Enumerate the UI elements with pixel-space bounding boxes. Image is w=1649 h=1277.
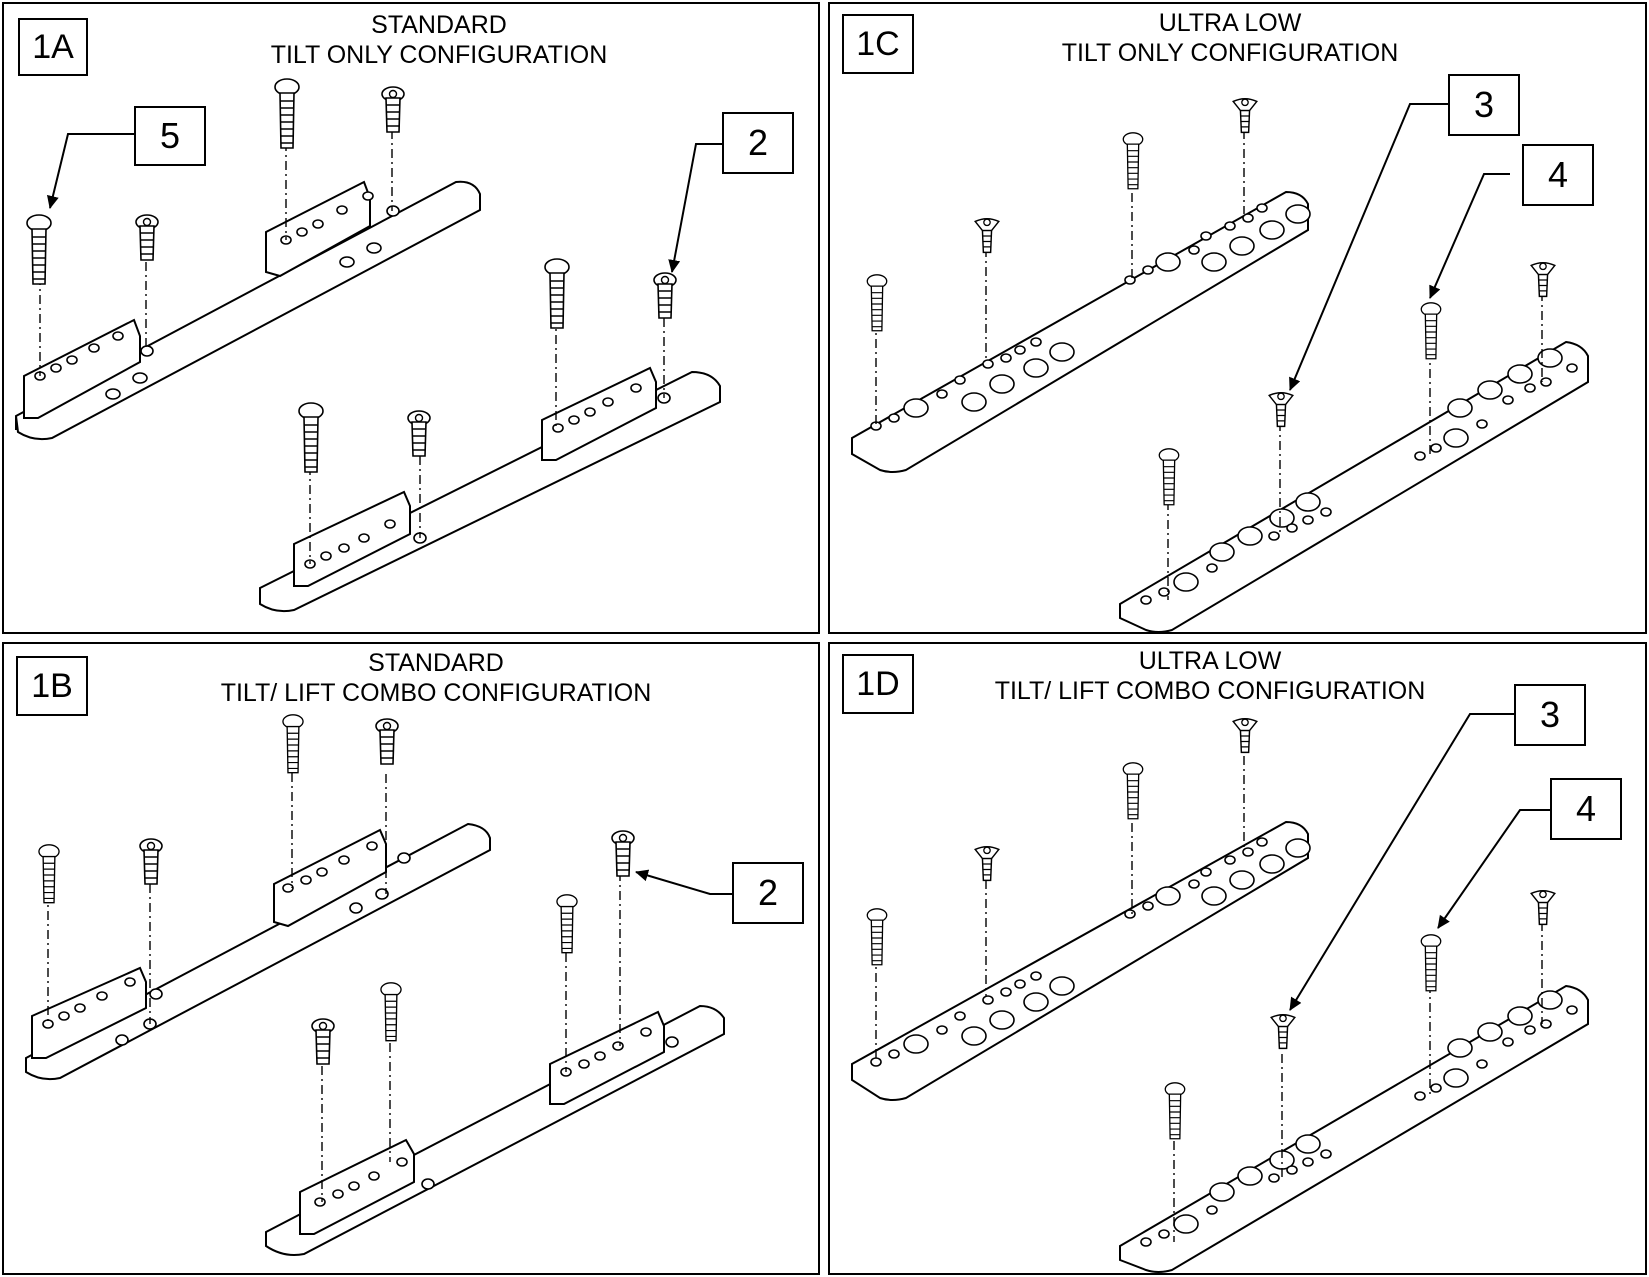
panel-id: 1B [16,656,88,716]
arrowhead-icon [1289,713,1514,1011]
panel-1a-drawing [14,78,722,613]
arrowhead-icon [1437,809,1550,929]
callout-2: 2 [722,112,794,174]
title-line-2: TILT/ LIFT COMBO CONFIGURATION [994,677,1426,705]
panel-id: 1C [842,14,914,74]
title-line-1: ULTRA LOW [1158,9,1302,37]
title-line-2: TILT ONLY CONFIGURATION [1061,39,1399,67]
arrowhead-icon [47,133,134,209]
panel-id: 1D [842,654,914,714]
callout-2: 2 [732,862,804,924]
panel-id: 1A [18,18,88,76]
panel-1c: 1C ULTRA LOW TILT ONLY CONFIGURATION 3 4 [828,2,1647,634]
panel-1d: 1D ULTRA LOW TILT/ LIFT COMBO CONFIGURAT… [828,642,1647,1275]
arrowhead-icon [635,869,732,895]
panel-1b-drawing [25,714,732,1256]
title-line-2: TILT ONLY CONFIGURATION [270,41,608,69]
title-line-1: ULTRA LOW [1138,647,1282,675]
arrowhead-icon [1429,173,1510,299]
arrowhead-icon [1289,103,1448,391]
panel-title: STANDARD TILT/ LIFT COMBO CONFIGURATION [174,648,698,708]
panel-1d-drawing [851,713,1589,1273]
panel-1c-drawing [851,97,1589,633]
panel-1b: 1B STANDARD TILT/ LIFT COMBO CONFIGURATI… [2,642,820,1275]
callout-3: 3 [1448,74,1520,136]
title-line-1: STANDARD [371,11,507,39]
panel-title: STANDARD TILT ONLY CONFIGURATION [174,10,704,70]
callout-4: 4 [1550,778,1622,840]
callout-3: 3 [1514,684,1586,746]
callout-5: 5 [134,106,206,166]
panel-1a: 1A STANDARD TILT ONLY CONFIGURATION 5 2 [2,2,820,634]
arrowhead-icon [668,143,722,273]
title-line-2: TILT/ LIFT COMBO CONFIGURATION [220,679,652,707]
callout-4: 4 [1522,144,1594,206]
panel-title: ULTRA LOW TILT ONLY CONFIGURATION [970,8,1490,68]
title-line-1: STANDARD [368,649,504,677]
panel-title: ULTRA LOW TILT/ LIFT COMBO CONFIGURATION [950,646,1470,706]
